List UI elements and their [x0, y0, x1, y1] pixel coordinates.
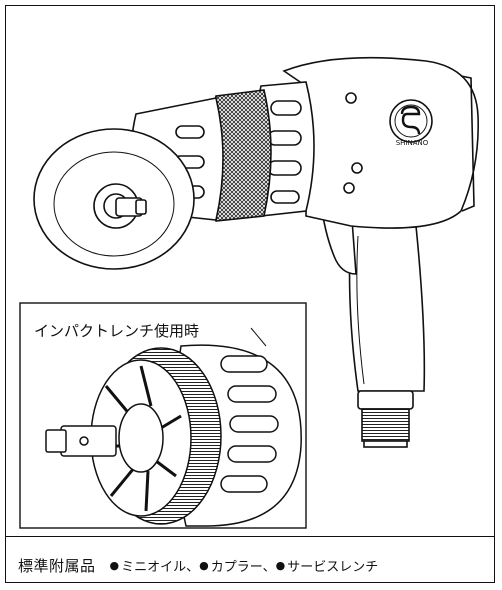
document-frame: SHINANO — [5, 5, 495, 583]
bullet-icon: ● — [109, 558, 120, 572]
accessory-item: ● サービスレンチ — [276, 556, 379, 575]
accessories-label: 標準附属品 — [18, 556, 96, 575]
body-screw — [345, 92, 357, 104]
air-inlet — [357, 390, 414, 410]
brand-logo: SHINANO — [389, 99, 433, 147]
bullet-icon: ● — [275, 558, 286, 572]
accessory-item-label: カプラー、 — [210, 559, 276, 575]
tool-body — [282, 56, 479, 229]
accessory-item: ● ミニオイル、 — [110, 556, 200, 575]
tool-grip — [348, 225, 426, 392]
inset-caption: インパクトレンチ使用時 — [34, 322, 199, 340]
bullet-icon: ● — [199, 558, 209, 572]
accessories-row: 標準附属品 ● ミニオイル、 ● カプラー、 ● サービスレンチ — [18, 554, 488, 576]
footer-divider — [6, 536, 494, 537]
air-tool: SHINANO — [33, 56, 479, 448]
brand-logo-text: SHINANO — [396, 139, 429, 147]
accessory-item: ● カプラー、 — [199, 556, 275, 575]
accessory-item-label: ミニオイル、 — [121, 559, 200, 575]
body-screw — [343, 182, 355, 194]
tool-illustration: SHINANO — [19, 56, 479, 529]
inset-panel: インパクトレンチ使用時 — [19, 302, 307, 529]
inset-detail — [45, 344, 302, 527]
accessory-item-label: サービスレンチ — [287, 559, 379, 575]
body-screw — [351, 162, 363, 174]
